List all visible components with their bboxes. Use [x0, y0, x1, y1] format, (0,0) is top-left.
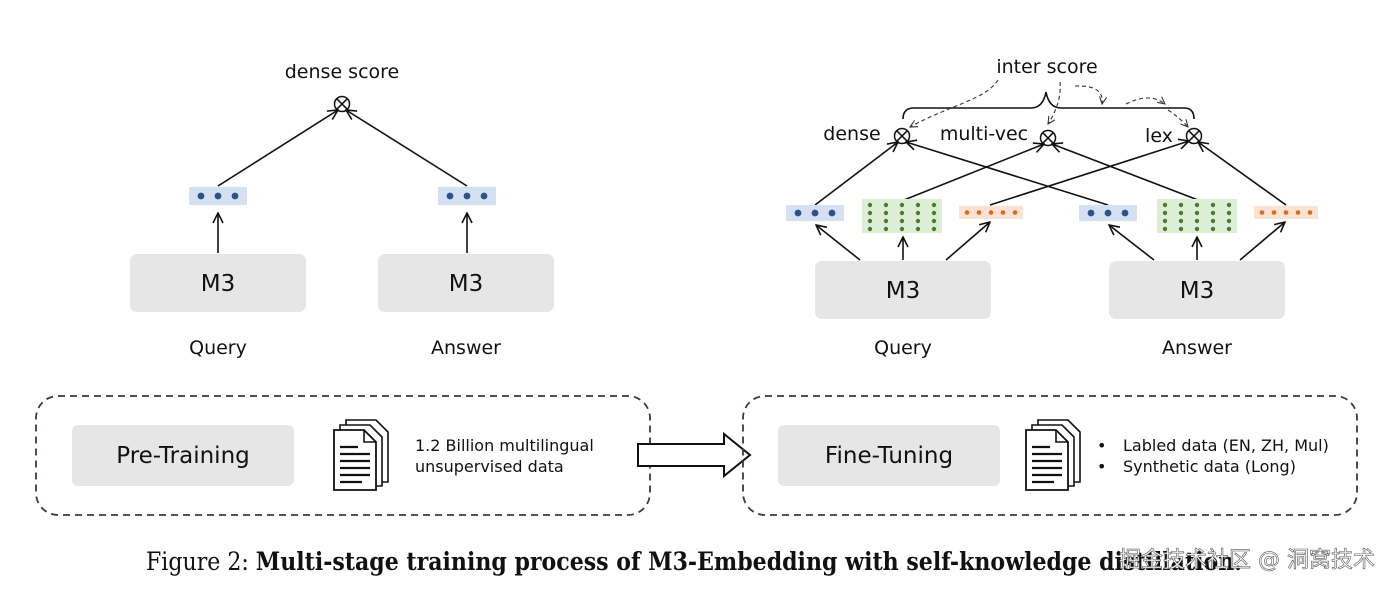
- inter-score-label: inter score: [996, 56, 1097, 78]
- finetuning-title: Fine-Tuning: [825, 443, 953, 469]
- m3-label: M3: [886, 278, 920, 304]
- finetuning-item: Labled data (EN, ZH, Mul): [1123, 436, 1329, 455]
- otimes-icon: [333, 95, 351, 113]
- query-label: Query: [874, 337, 932, 359]
- figure-caption: Figure 2: Multi-stage training process o…: [146, 547, 1242, 576]
- finetuning-stage: Fine-Tuning • Labled data (EN, ZH, Mul) …: [742, 395, 1358, 516]
- m3-output-arrows: [816, 222, 1285, 261]
- answer-m3-box: M3: [378, 254, 554, 312]
- inter-score-brace: [902, 91, 1195, 120]
- answer-to-score-arrow: [346, 110, 468, 187]
- answer-dense-vector: [438, 187, 496, 205]
- right-arrow-icon: [637, 431, 752, 479]
- query-lex-vector: [959, 206, 1023, 219]
- otimes-icon: [893, 127, 911, 145]
- otimes-icon: [1039, 129, 1057, 147]
- lex-label: lex: [1145, 125, 1173, 147]
- bullet: •: [1097, 457, 1106, 476]
- answer-label: Answer: [431, 337, 501, 359]
- query-to-score-arrow: [217, 110, 338, 187]
- query-m3-box: M3: [130, 254, 306, 312]
- score-arrows: [814, 141, 1287, 206]
- right-panel: inter score dense multi-vec lex: [786, 56, 1318, 359]
- query-label: Query: [189, 337, 247, 359]
- m3-label: M3: [449, 271, 483, 297]
- m3-label: M3: [1180, 278, 1214, 304]
- caption-prefix: Figure 2:: [146, 547, 256, 576]
- pretraining-stage: Pre-Training 1.2 Billion multilingual un…: [35, 395, 651, 516]
- bullet: •: [1097, 436, 1106, 455]
- multi-vec-label: multi-vec: [940, 123, 1028, 145]
- query-dense-vector: [786, 205, 844, 221]
- pretraining-title: Pre-Training: [116, 443, 250, 469]
- left-panel: dense score M3 M3 Query: [130, 61, 554, 359]
- dense-label: dense: [823, 123, 880, 145]
- answer-multivec-matrix: [1157, 199, 1237, 233]
- answer-dense-vector: [1079, 205, 1137, 221]
- query-multivec-matrix: [862, 199, 942, 233]
- caption-bold: Multi-stage training process of M3-Embed…: [256, 547, 1242, 576]
- query-dense-vector: [189, 187, 247, 205]
- answer-label: Answer: [1162, 337, 1232, 359]
- m3-label: M3: [201, 271, 235, 297]
- dense-score-label: dense score: [285, 61, 399, 83]
- query-m3-box: M3: [815, 261, 991, 319]
- document-stack-icon: [1025, 419, 1081, 491]
- answer-lex-vector: [1254, 206, 1318, 219]
- pretraining-data-line1: 1.2 Billion multilingual: [415, 436, 594, 455]
- document-stack-icon: [333, 419, 389, 491]
- watermark: 掘金技术社区 @ 洞窝技术: [1119, 548, 1375, 573]
- pretraining-data-line2: unsupervised data: [415, 457, 564, 476]
- answer-m3-box: M3: [1109, 261, 1285, 319]
- finetuning-item: Synthetic data (Long): [1123, 457, 1296, 476]
- distillation-arrows: [910, 79, 1188, 127]
